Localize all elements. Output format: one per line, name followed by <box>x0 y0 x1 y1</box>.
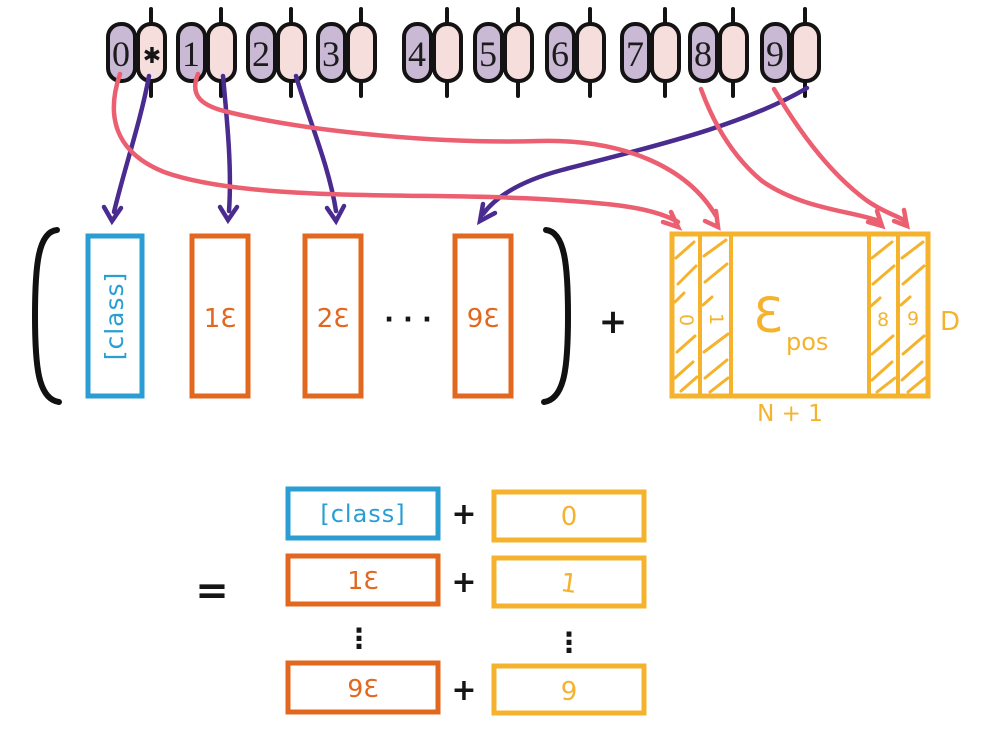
token-number: 4 <box>408 34 426 74</box>
token-5: 5 <box>473 7 534 98</box>
token-7: 7 <box>620 7 681 98</box>
embedding-vector-1 <box>189 233 251 399</box>
equation-row-1: 1Ɛ + 1 <box>285 553 647 609</box>
arrow-token8-to-pos8 <box>698 86 882 224</box>
token-2: 2 <box>246 7 307 98</box>
arrowhead-icon <box>702 208 721 231</box>
width-dimension-label: N + 1 <box>757 401 823 427</box>
left-bracket <box>31 227 62 405</box>
equals-sign: = <box>195 568 229 614</box>
pos-column-label-8: 8 <box>877 309 889 331</box>
equation-row-9: 9Ɛ + 9 <box>285 660 647 716</box>
row1-right-label: 1 <box>559 568 580 600</box>
plus-sign: + <box>451 673 476 708</box>
token-0: 0 ✱ <box>106 7 167 98</box>
token-4: 4 <box>402 7 463 98</box>
plus-sign: + <box>599 302 628 342</box>
row9-right-label: 9 <box>561 677 578 707</box>
token-3: 3 <box>316 7 377 98</box>
arrow-token0-to-pos0 <box>111 71 681 225</box>
token-number: 5 <box>479 34 497 74</box>
embedding-sequence: [class] 1Ɛ 2Ɛ · · · 9Ɛ + <box>31 227 628 405</box>
token-index-pill <box>106 22 137 83</box>
class-embedding-vector <box>85 233 145 399</box>
vertical-ellipsis-left: ⋮ <box>345 622 373 655</box>
vertical-ellipsis-right: ⋮ <box>555 626 583 659</box>
equation: = [class] + 0 1Ɛ + 1 ⋮ ⋮ 9Ɛ + 9 <box>195 486 647 716</box>
token-8: 8 <box>688 7 749 98</box>
hatch-column-0 <box>673 240 699 393</box>
arrowhead-icon <box>217 204 240 225</box>
token-number: 3 <box>322 34 340 74</box>
embedding-vector-2 <box>302 233 364 399</box>
token-1: 1 <box>176 7 237 98</box>
horizontal-ellipsis: · · · <box>384 305 432 335</box>
arrowhead-icon <box>865 208 886 230</box>
hatch-column-1 <box>701 238 730 394</box>
pos-0-box <box>491 489 647 543</box>
row9-left-label: 9Ɛ <box>347 674 378 703</box>
row0-left-label: [class] <box>320 500 405 528</box>
embedding-vector-9 <box>452 233 514 399</box>
depth-dimension-label: D <box>940 307 960 337</box>
plus-sign: + <box>451 497 476 532</box>
pos-embedding-matrix: 0 1 8 9 Ɛ pos D N + 1 <box>669 231 960 427</box>
class-star-icon: ✱ <box>143 44 161 69</box>
arrowhead-icon <box>476 201 498 226</box>
arrow-token9-to-pos9 <box>771 86 908 224</box>
arrows <box>101 71 910 231</box>
equation-row-0: [class] + 0 <box>285 486 647 543</box>
embedding-label-1: 1Ɛ <box>204 304 237 334</box>
token-6: 6 <box>545 7 606 98</box>
class-embedding-label: [class] <box>100 272 129 361</box>
arrow-patch1-to-e1 <box>220 73 233 214</box>
embedding-9-box <box>285 660 441 715</box>
right-bracket <box>541 227 572 405</box>
class-embedding-box <box>285 486 441 541</box>
arrowhead-icon <box>660 209 683 231</box>
token-number: 1 <box>182 34 200 74</box>
hatch-column-9 <box>899 240 927 394</box>
pos-matrix-symbol: Ɛ <box>753 288 782 344</box>
arrowhead-icon <box>101 204 124 226</box>
row1-left-label: 1Ɛ <box>347 566 378 595</box>
embedding-1-box <box>285 553 441 607</box>
pos-9-box <box>491 663 647 716</box>
arrow-patch9-to-e9 <box>480 85 810 217</box>
embedding-label-9: 9Ɛ <box>467 304 500 334</box>
pos-column-label-0: 0 <box>675 314 697 326</box>
token-number: 8 <box>694 34 712 74</box>
arrowhead-icon <box>324 203 347 226</box>
hatch-column-8 <box>869 240 897 394</box>
token-row: 0 ✱ 1 2 3 <box>106 7 821 98</box>
embedding-label-2: 2Ɛ <box>317 304 350 334</box>
token-number: 0 <box>112 34 130 74</box>
arrow-token1-to-pos1 <box>192 71 719 219</box>
row0-right-label: 0 <box>561 502 578 532</box>
pos-1-box <box>491 555 647 609</box>
token-9: 9 <box>760 7 821 98</box>
arrowhead-icon <box>891 207 910 230</box>
pos-column-label-9: 9 <box>907 308 919 330</box>
plus-sign: + <box>451 565 476 600</box>
arrow-patch0-to-class <box>111 73 152 215</box>
token-number: 6 <box>551 34 569 74</box>
token-number: 7 <box>626 34 644 74</box>
token-number: 9 <box>766 34 784 74</box>
pos-matrix-subscript: pos <box>786 328 828 356</box>
token-patch-pill <box>136 22 167 83</box>
pos-column-label-1: 1 <box>705 313 727 325</box>
token-number: 2 <box>252 34 270 74</box>
